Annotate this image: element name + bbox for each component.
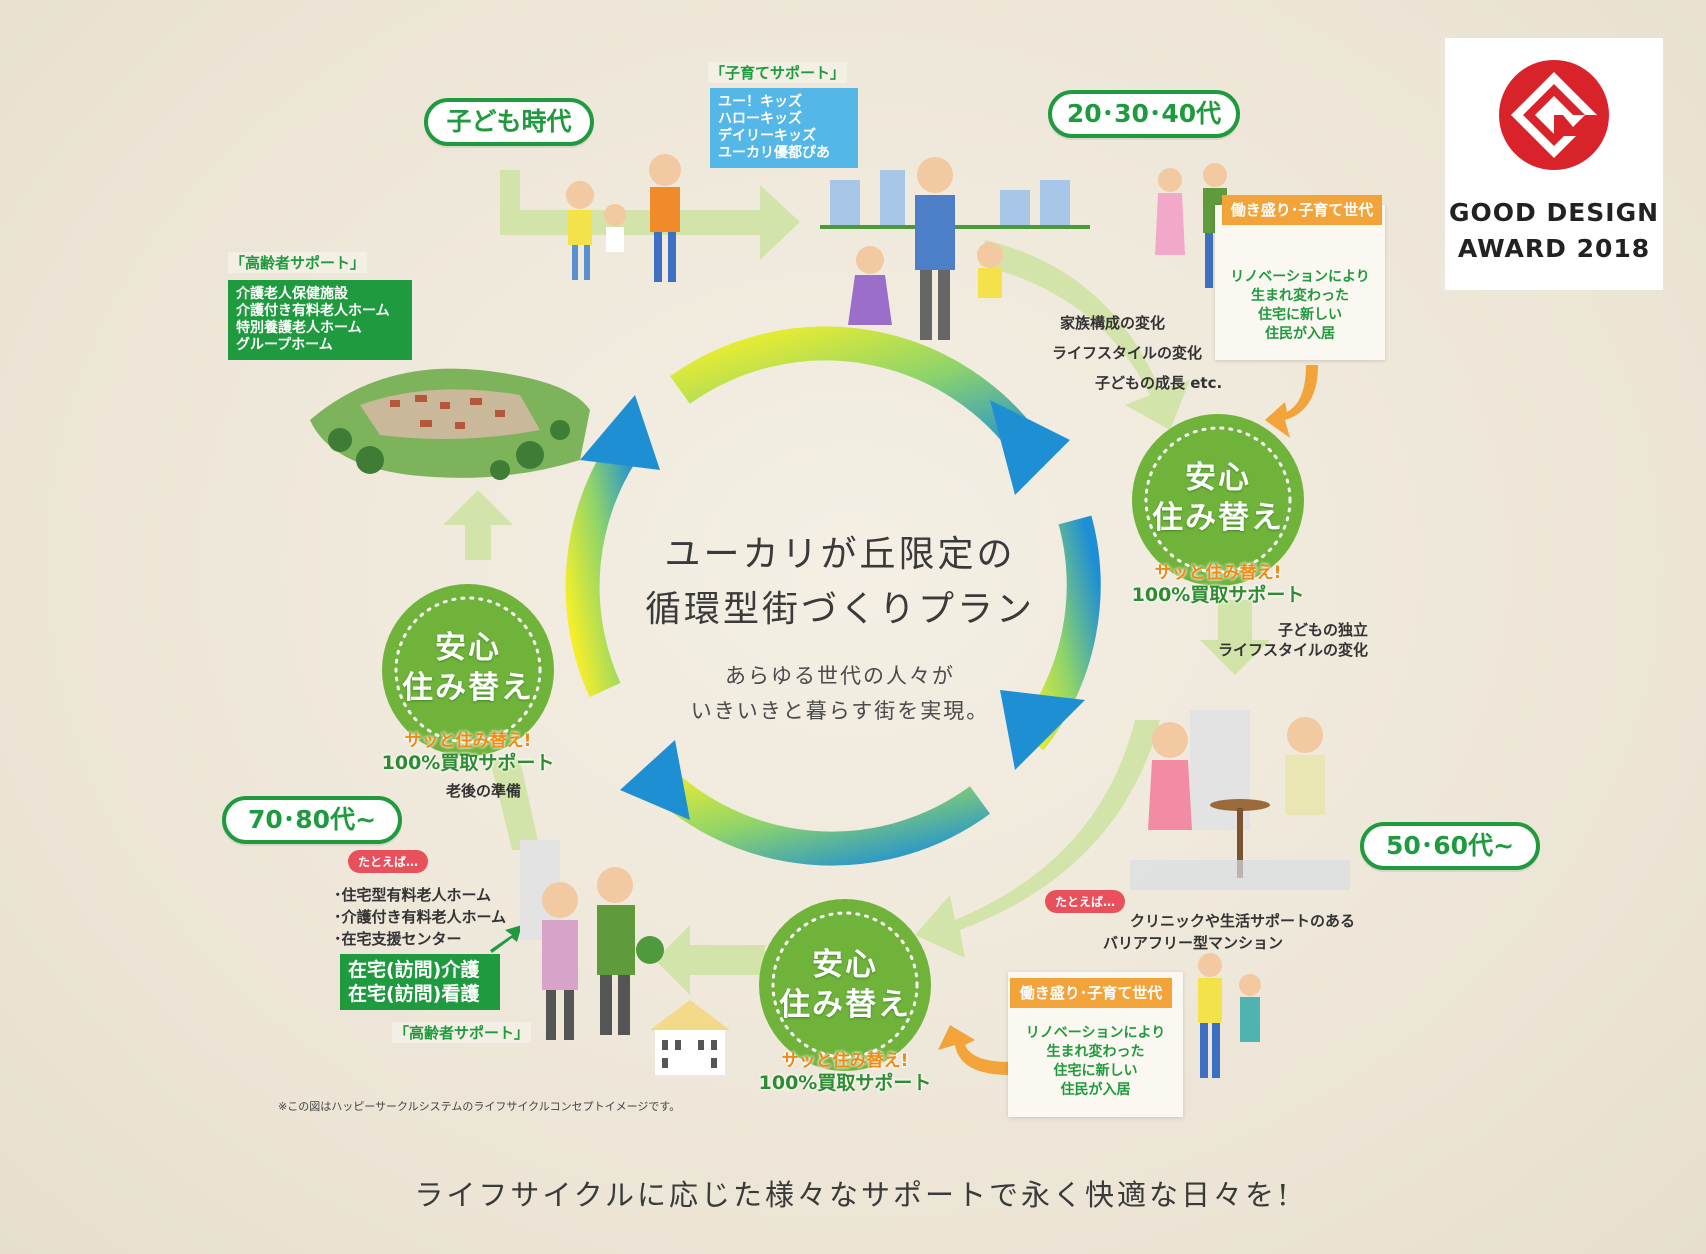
footnote: ※この図はハッピーサークルシステムのライフサイクルコンセプトイメージです。 [278, 1100, 681, 1113]
award-line1: GOOD DESIGN [1448, 198, 1660, 227]
badge-right-title2: 住み替え [1152, 500, 1284, 536]
badge-bottom-green: 100%買取サポート [758, 1072, 932, 1094]
child-support-bracket: 「子育てサポート」 [708, 62, 848, 83]
ring-arrowhead-left [580, 395, 660, 470]
flow-arrow-lower-left [490, 760, 540, 850]
working-top-renovation: リノベーションにより 生まれ変わった 住宅に新しい 住民が入居 [1215, 268, 1385, 344]
good-design-award-badge: GOOD DESIGN AWARD 2018 [1445, 38, 1663, 290]
left-example-item: ･住宅型有料老人ホーム [334, 886, 492, 904]
award-line2: AWARD 2018 [1457, 234, 1651, 263]
stage-70-80-pill: 70･80代~ [222, 796, 402, 844]
badge-left-green: 100%買取サポート [381, 752, 555, 774]
orange-arrow-bottom-right [938, 1025, 1010, 1075]
child-support-item: ハローキッズ [718, 111, 802, 127]
center-subtitle-line1: あらゆる世代の人々が [725, 664, 955, 688]
right-example-line1: クリニックや生活サポートのある [1130, 912, 1356, 930]
badge-bottom-title1: 安心 [812, 947, 878, 983]
badge-circle-right [1132, 414, 1304, 586]
badge-circle-left [382, 584, 554, 756]
badge-left-title1: 安心 [435, 630, 501, 666]
senior-support-item: 介護老人保健施設 [236, 286, 348, 302]
child-support-item: ユーカリ優都ぴあ [718, 145, 830, 161]
badge-right-orange: サッと住み替え! [1154, 563, 1282, 583]
left-example-item: ･在宅支援センター [334, 930, 462, 948]
child-support-item: ユー！キッズ [718, 94, 802, 110]
renovation-line: 生まれ変わった [1046, 1044, 1145, 1060]
senior-support-bracket-top: 「高齢者サポート」 [228, 252, 368, 273]
badge-bottom-orange: サッと住み替え! [781, 1051, 909, 1071]
green-arrow-left-support [490, 925, 522, 953]
right-tatoeba-bubble: たとえば… [1045, 890, 1126, 913]
renovation-line: 住民が入居 [1060, 1082, 1131, 1098]
renovation-line: リノベーションにより [1025, 1025, 1166, 1041]
badge-bottom-title2: 住み替え [779, 987, 911, 1023]
renovation-line: 生まれ変わった [1251, 288, 1349, 304]
working-top-card [1215, 205, 1385, 360]
senior-support-item: グループホーム [236, 337, 333, 353]
change-text: 子どもの独立 [1278, 621, 1369, 639]
ring-arrowhead-top [990, 400, 1070, 495]
orange-arrow-top-right [1265, 365, 1318, 438]
ring-segment-bottom [637, 758, 991, 866]
child-support-item: デイリーキッズ [718, 128, 816, 144]
working-top-tag: 働き盛り･子育て世代 [1222, 195, 1382, 225]
ring-arrowhead-right [1000, 690, 1085, 770]
senior-support-bracket-bottom: 「高齢者サポート」 [392, 1022, 532, 1043]
change-text: 子どもの成長 etc. [1095, 374, 1223, 392]
ring-arrowhead-bottom [620, 740, 690, 820]
renovation-line: 住宅に新しい [1053, 1063, 1138, 1079]
flow-arrow-right [1200, 600, 1270, 675]
home-care-box: 在宅(訪問)介護 在宅(訪問)看護 [340, 954, 500, 1010]
renovation-line: 住宅に新しい [1258, 307, 1342, 323]
change-text: ライフスタイルの変化 [1218, 641, 1369, 659]
badge-left-orange: サッと住み替え! [404, 731, 532, 751]
stage-childhood-pill: 子ども時代 [424, 98, 594, 146]
flow-arrow-bottom [655, 925, 765, 995]
town-aerial-illustration [310, 368, 590, 480]
flow-arrow-left [443, 490, 513, 560]
working-bottom-renovation: リノベーションにより 生まれ変わった 住宅に新しい 住民が入居 [1008, 1024, 1183, 1100]
home-care-line1: 在宅(訪問)介護 [348, 959, 480, 981]
child-support-list: ユー！キッズ ハローキッズ デイリーキッズ ユーカリ優都ぴあ [710, 88, 858, 168]
senior-couple-illustration [520, 840, 664, 1040]
stage-20-40-pill: 20･30･40代 [1048, 90, 1240, 138]
badge-right-title1: 安心 [1185, 460, 1251, 496]
badge-left-title2: 住み替え [402, 670, 534, 706]
house-illustration [650, 1000, 730, 1075]
children-illustration [566, 154, 681, 282]
working-bottom-tag: 働き盛り･子育て世代 [1010, 978, 1172, 1008]
badge-circle-bottom [759, 899, 931, 1071]
bottom-tagline: ライフサイクルに応じた様々なサポートで永く快適な日々を! [414, 1178, 1292, 1212]
couple-bottom-illustration [1198, 953, 1261, 1078]
senior-support-item: 特別養護老人ホーム [236, 320, 362, 336]
aging-prep-text: 老後の準備 [446, 782, 522, 800]
ring-segment-left [565, 430, 644, 698]
cycle-ring [565, 326, 1101, 866]
left-tatoeba-bubble: たとえば… [348, 850, 429, 873]
family-town-illustration [820, 157, 1090, 340]
renovation-line: 住民が入居 [1265, 326, 1335, 342]
g-mark-logo [1499, 60, 1609, 170]
stage-50-60-pill: 50･60代~ [1360, 822, 1540, 870]
renovation-line: リノベーションにより [1230, 269, 1370, 285]
right-example-line2: バリアフリー型マンション [1103, 934, 1284, 952]
senior-support-list-top: 介護老人保健施設 介護付き有料老人ホーム 特別養護老人ホーム グループホーム [228, 280, 412, 360]
cafe-couple-illustration [1130, 710, 1350, 890]
left-example-item: ･介護付き有料老人ホーム [334, 908, 507, 926]
home-care-line2: 在宅(訪問)看護 [348, 983, 480, 1005]
center-title-line2: 循環型街づくりプラン [644, 589, 1035, 630]
badge-right-green: 100%買取サポート [1131, 584, 1305, 606]
senior-support-item: 介護付き有料老人ホーム [236, 303, 390, 319]
flow-arrow-lower-right [915, 720, 1160, 958]
change-text: 家族構成の変化 [1060, 314, 1166, 332]
change-text: ライフスタイルの変化 [1052, 344, 1203, 362]
center-title-line1: ユーカリが丘限定の [664, 534, 1016, 575]
center-subtitle-line2: いきいきと暮らす街を実現。 [690, 699, 990, 723]
